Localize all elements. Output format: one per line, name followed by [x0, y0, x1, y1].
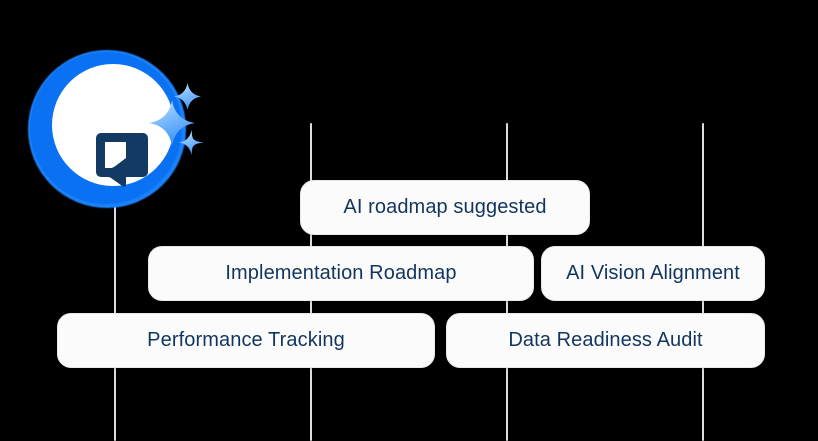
ai-assistant-badge — [24, 42, 204, 208]
sparkle-large-icon — [149, 100, 195, 146]
chip-ai-vision-alignment[interactable]: AI Vision Alignment — [541, 246, 765, 301]
chip-label-ai-roadmap-suggested: AI roadmap suggested — [343, 196, 547, 218]
chip-label-performance-tracking: Performance Tracking — [147, 329, 345, 351]
chip-ai-roadmap-suggested[interactable]: AI roadmap suggested — [300, 180, 590, 235]
chip-label-data-readiness-audit: Data Readiness Audit — [508, 329, 703, 351]
chip-performance-tracking[interactable]: Performance Tracking — [57, 313, 435, 368]
timeline-rail-1 — [114, 140, 116, 441]
chip-label-ai-vision-alignment: AI Vision Alignment — [566, 262, 740, 284]
chip-label-implementation-roadmap: Implementation Roadmap — [225, 262, 457, 284]
sparkle-small-icon — [174, 83, 201, 110]
chat-bubble-icon — [96, 133, 148, 187]
sparkle-tiny-icon — [179, 130, 204, 155]
chip-implementation-roadmap[interactable]: Implementation Roadmap — [148, 246, 534, 301]
chip-data-readiness-audit[interactable]: Data Readiness Audit — [446, 313, 765, 368]
